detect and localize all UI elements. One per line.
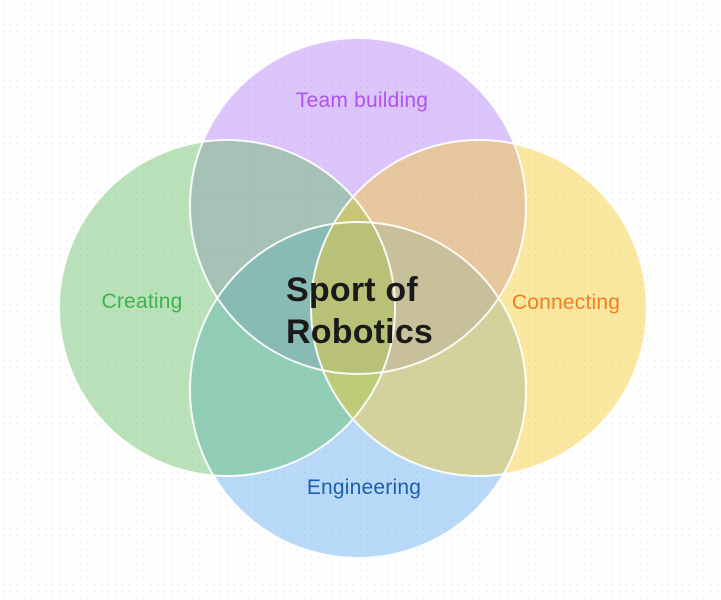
- creating-circle[interactable]: [59, 140, 395, 476]
- center-title-line2: Robotics: [286, 313, 433, 351]
- creating-circle-outline: [58, 139, 396, 477]
- engineering-circle-outline: [189, 221, 527, 559]
- team-building-circle-outline: [189, 37, 527, 375]
- center-title[interactable]: Sport of Robotics: [286, 271, 433, 351]
- connecting-circle-outline: [310, 139, 648, 477]
- engineering-label[interactable]: Engineering: [307, 476, 421, 499]
- team-building-label[interactable]: Team building: [296, 89, 428, 112]
- creating-label[interactable]: Creating: [102, 290, 183, 313]
- engineering-circle[interactable]: [190, 222, 526, 558]
- connecting-label[interactable]: Connecting: [512, 291, 620, 314]
- center-title-line1: Sport of: [286, 271, 418, 309]
- connecting-circle[interactable]: [311, 140, 647, 476]
- team-building-circle[interactable]: [190, 38, 526, 374]
